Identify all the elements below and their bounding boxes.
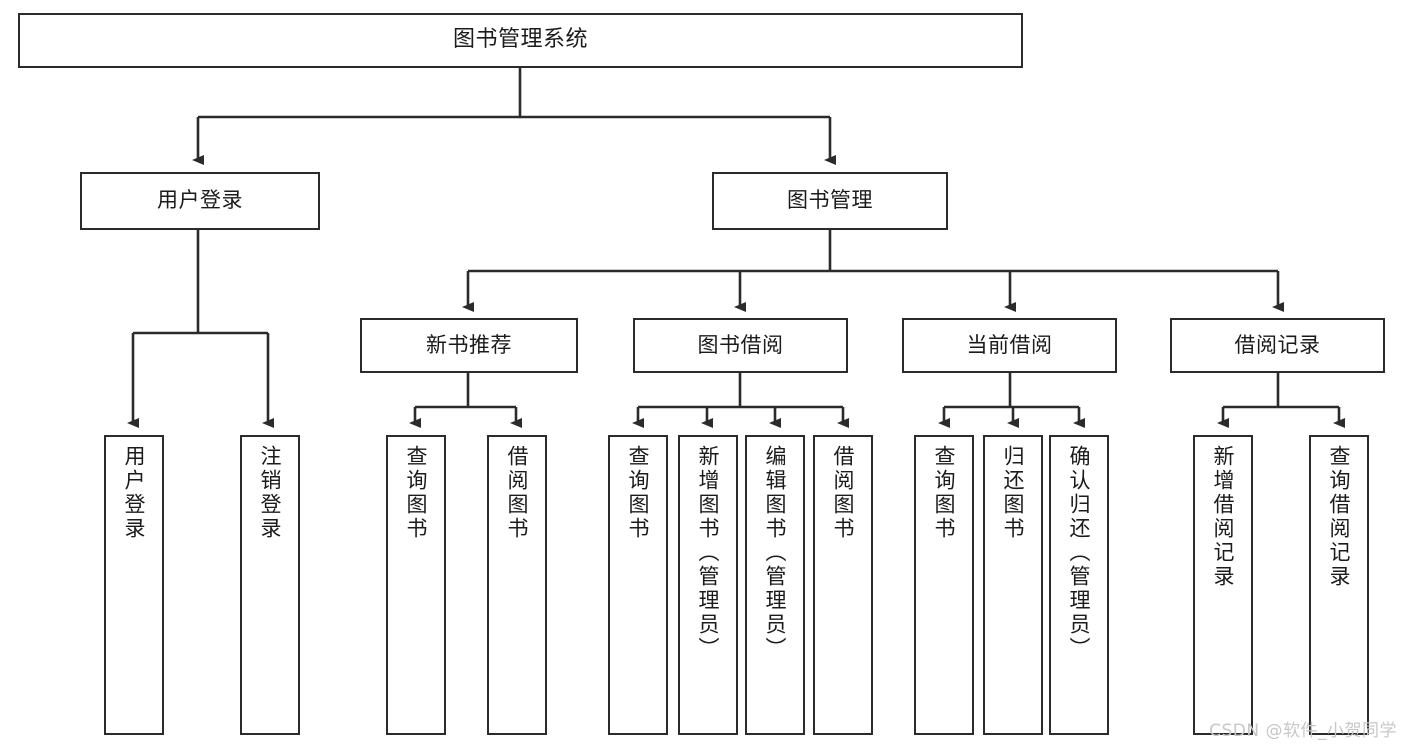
node-leaf-query-book-1-label: 查询图书: [404, 445, 429, 541]
node-leaf-add-record-label: 新增借阅记录: [1211, 445, 1236, 589]
node-leaf-confirm-return-label: 确认归还（管理员）: [1067, 445, 1092, 661]
node-current-borrow[interactable]: 当前借阅: [902, 318, 1117, 373]
node-leaf-return-book[interactable]: 归还图书: [983, 435, 1043, 735]
node-leaf-user-logout[interactable]: 注销登录: [240, 435, 300, 735]
node-new-book-recommend-label: 新书推荐: [426, 332, 512, 357]
csdn-watermark: CSDN @软件_小贺同学: [1209, 721, 1397, 741]
node-book-borrow-label: 图书借阅: [697, 332, 784, 357]
node-leaf-user-logout-label: 注销登录: [258, 445, 283, 541]
node-new-book-recommend[interactable]: 新书推荐: [360, 318, 578, 373]
node-root-label: 图书管理系统: [452, 27, 588, 53]
node-leaf-query-record-label: 查询借阅记录: [1327, 445, 1352, 589]
node-leaf-query-record[interactable]: 查询借阅记录: [1309, 435, 1369, 735]
node-leaf-return-book-label: 归还图书: [1001, 445, 1026, 541]
node-leaf-query-book-2-label: 查询图书: [626, 445, 651, 541]
node-leaf-query-book-2[interactable]: 查询图书: [608, 435, 668, 735]
node-leaf-borrow-book-1[interactable]: 借阅图书: [487, 435, 547, 735]
node-borrow-record[interactable]: 借阅记录: [1170, 318, 1385, 373]
node-leaf-query-book-1[interactable]: 查询图书: [386, 435, 446, 735]
node-leaf-edit-book-label: 编辑图书（管理员）: [763, 445, 788, 661]
node-current-borrow-label: 当前借阅: [966, 332, 1053, 357]
node-book-manage[interactable]: 图书管理: [712, 172, 948, 230]
node-leaf-borrow-book-1-label: 借阅图书: [505, 445, 530, 541]
node-leaf-edit-book[interactable]: 编辑图书（管理员）: [745, 435, 805, 735]
node-leaf-borrow-book-2[interactable]: 借阅图书: [813, 435, 873, 735]
node-user-login-label: 用户登录: [157, 188, 243, 213]
node-leaf-add-book[interactable]: 新增图书（管理员）: [678, 435, 738, 735]
node-leaf-user-login[interactable]: 用户登录: [104, 435, 164, 735]
node-leaf-confirm-return[interactable]: 确认归还（管理员）: [1049, 435, 1109, 735]
node-user-login[interactable]: 用户登录: [80, 172, 320, 230]
node-leaf-add-book-label: 新增图书（管理员）: [696, 445, 721, 661]
node-leaf-borrow-book-2-label: 借阅图书: [831, 445, 856, 541]
node-leaf-add-record[interactable]: 新增借阅记录: [1193, 435, 1253, 735]
node-book-borrow[interactable]: 图书借阅: [633, 318, 848, 373]
node-borrow-record-label: 借阅记录: [1234, 332, 1321, 357]
node-leaf-query-book-3-label: 查询图书: [932, 445, 957, 541]
node-root[interactable]: 图书管理系统: [18, 13, 1023, 68]
node-leaf-query-book-3[interactable]: 查询图书: [914, 435, 974, 735]
node-leaf-user-login-label: 用户登录: [122, 445, 147, 541]
node-book-manage-label: 图书管理: [787, 188, 873, 213]
